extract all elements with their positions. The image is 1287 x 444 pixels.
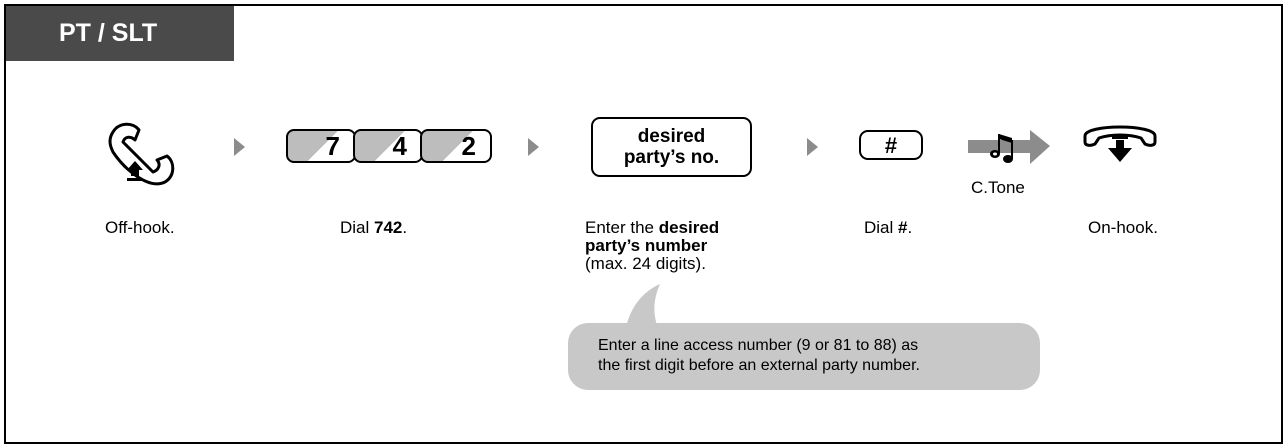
- dial-code-caption: Dial 742.: [340, 219, 407, 237]
- note-bubble: Enter a line access number (9 or 81 to 8…: [568, 323, 1040, 390]
- caption-prefix: Enter the: [585, 218, 659, 237]
- box-line-2: party’s no.: [623, 147, 720, 168]
- note-line-1: Enter a line access number (9 or 81 to 8…: [598, 337, 919, 354]
- hash-key: #: [859, 130, 923, 160]
- caption-bold: 742: [374, 218, 403, 237]
- device-tab: PT / SLT: [6, 6, 234, 61]
- caption-prefix: Dial: [340, 218, 375, 237]
- note-bubble-tail: [626, 284, 660, 328]
- tone-label: C.Tone: [971, 178, 1025, 197]
- enter-number-caption: Enter the desired party’s number (max. 2…: [585, 219, 775, 273]
- next-step-arrow-icon: [528, 138, 539, 156]
- key-7: 7: [286, 129, 356, 163]
- next-step-arrow-icon: [807, 138, 818, 156]
- offhook-caption: Off-hook.: [105, 218, 175, 237]
- caption-bold: desired party’s number: [585, 218, 720, 255]
- offhook-handset-icon: [108, 122, 175, 186]
- dial-code-keys: 7 4 2: [286, 129, 492, 163]
- key-2: 2: [420, 129, 492, 163]
- next-step-arrow-icon: [234, 138, 245, 156]
- caption-bold: #: [898, 218, 908, 237]
- desired-party-number-box: desired party’s no.: [591, 117, 752, 177]
- note-line-2: the first digit before an external party…: [598, 357, 920, 374]
- onhook-handset-icon: [1083, 125, 1157, 162]
- confirmation-tone-icon: [968, 130, 1050, 164]
- box-line-1: desired: [637, 126, 706, 147]
- caption-suffix: .: [402, 218, 408, 237]
- hash-key-label: #: [884, 132, 898, 158]
- caption-suffix: .: [907, 218, 913, 237]
- onhook-caption: On-hook.: [1088, 218, 1158, 237]
- key-4: 4: [353, 129, 423, 163]
- dial-hash-caption: Dial #.: [864, 219, 912, 237]
- caption-suffix: (max. 24 digits).: [585, 254, 706, 273]
- device-tab-label: PT / SLT: [59, 19, 158, 47]
- caption-prefix: Dial: [864, 218, 899, 237]
